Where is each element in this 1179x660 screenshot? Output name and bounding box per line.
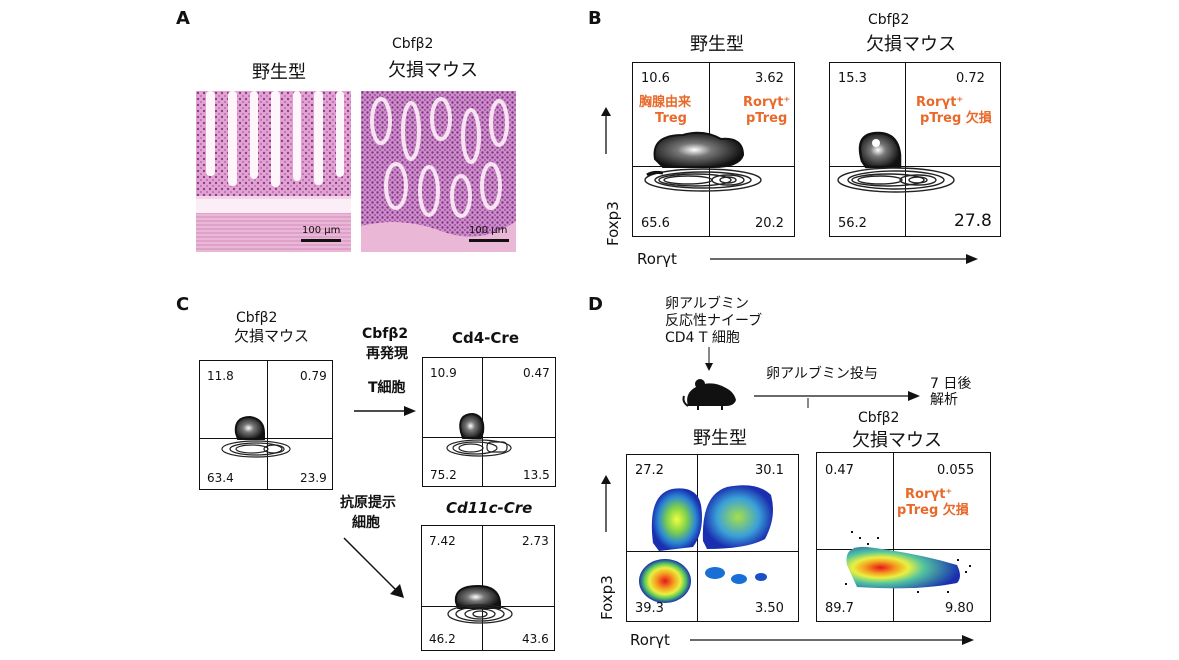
b-wt-q-ul: 10.6 [641, 71, 670, 86]
c-cd4-q-ur: 0.47 [523, 366, 550, 380]
b-wt-ann-ptreg-1: Rorγt⁺ [743, 95, 791, 110]
panel-c-ko-label-2: 欠損マウス [234, 327, 310, 345]
flow-plot-c-ko: 11.8 0.79 63.4 23.9 [199, 360, 333, 490]
b-wt-ann-thymic-2: Treg [655, 111, 687, 126]
c-cd11c-q-ul: 7.42 [429, 534, 456, 548]
d-cell-label-2: 反応性ナイーブ [665, 313, 763, 329]
mouse-icon [682, 379, 736, 410]
d-ko-ann-ptreg-2: pTreg 欠損 [897, 503, 969, 518]
b-wt-q-lr: 20.2 [755, 216, 784, 231]
d-wt-q-lr: 3.50 [755, 601, 784, 616]
c-cd11c-label: Cd11c-Cre [446, 499, 533, 517]
panel-a-ko-label-1: Cbfβ2 [392, 36, 434, 52]
panel-d-y-axis-label: Foxp3 [598, 575, 616, 620]
b-ko-q-ul: 15.3 [838, 71, 867, 86]
b-ko-q-ll: 56.2 [838, 216, 867, 231]
c-arrow2 [343, 537, 404, 598]
c-arrow1-label-2: 再発現 [366, 346, 408, 362]
b-ko-q-lr: 27.8 [954, 211, 992, 231]
d-wt-q-ur: 30.1 [755, 463, 784, 478]
histology-image-ko: 100 μm [361, 91, 516, 252]
flow-plot-c-cd4: 10.9 0.47 75.2 13.5 [422, 357, 556, 487]
panel-d-x-arrow [690, 635, 974, 645]
scale-bar-wt [301, 239, 341, 242]
panel-c-ko-label-1: Cbfβ2 [236, 310, 278, 326]
flow-plot-b-wt: 10.6 3.62 65.6 20.2 胸腺由来 Treg Rorγt⁺ pTr… [632, 62, 795, 237]
b-wt-q-ur: 3.62 [755, 71, 784, 86]
flow-plot-c-cd11c: 7.42 2.73 46.2 43.6 [421, 525, 555, 651]
c-arrow2-label-2: 細胞 [352, 515, 380, 531]
d-ko-q-ur: 0.055 [937, 463, 975, 478]
d-treatment-label: 卵アルブミン投与 [766, 366, 878, 382]
scale-bar-ko [469, 239, 509, 242]
c-arrow1 [354, 406, 416, 416]
panel-d-x-axis-label: Rorγt [630, 631, 670, 649]
flow-plot-d-ko: 0.47 0.055 89.7 9.80 Rorγt⁺ pTreg 欠損 [816, 452, 991, 622]
d-ko-q-ul: 0.47 [825, 463, 854, 478]
d-timeline-arrow [754, 391, 920, 408]
panel-letter-b: B [588, 8, 602, 29]
c-ko-q-ur: 0.79 [300, 369, 327, 383]
c-cd4-q-ul: 10.9 [430, 366, 457, 380]
panel-letter-c: C [176, 294, 190, 315]
b-ko-ann-ptreg-2: pTreg 欠損 [920, 111, 992, 126]
c-arrow2-label-1: 抗原提示 [340, 495, 396, 511]
panel-b-x-arrow [710, 254, 978, 264]
b-wt-ann-ptreg-2: pTreg [746, 111, 788, 126]
panel-b-wt-label: 野生型 [690, 34, 744, 55]
panel-a-wt-label: 野生型 [252, 62, 306, 83]
c-cd11c-q-lr: 43.6 [522, 632, 549, 646]
c-cd4-label: Cd4-Cre [452, 329, 519, 347]
b-ko-ann-ptreg-1: Rorγt⁺ [916, 95, 964, 110]
panel-b-y-arrow [601, 107, 611, 154]
c-cd4-q-lr: 13.5 [523, 468, 550, 482]
panel-d-ko-label-2: 欠損マウス [852, 430, 942, 451]
c-ko-q-ul: 11.8 [207, 369, 234, 383]
d-analysis-label-1: 7 日後 [930, 376, 972, 392]
c-cd4-q-ll: 75.2 [430, 468, 457, 482]
c-ko-q-ll: 63.4 [207, 471, 234, 485]
b-ko-q-ur: 0.72 [956, 71, 985, 86]
d-ko-ann-ptreg-1: Rorγt⁺ [905, 487, 953, 502]
panel-letter-a: A [176, 8, 190, 29]
panel-letter-d: D [588, 294, 603, 315]
panel-b-y-axis-label: Foxp3 [604, 201, 622, 246]
c-cd11c-q-ur: 2.73 [522, 534, 549, 548]
b-wt-ann-thymic-1: 胸腺由来 [639, 95, 692, 110]
scale-label-ko: 100 μm [469, 225, 508, 236]
panel-d-wt-label: 野生型 [693, 428, 747, 449]
d-cell-label-1: 卵アルブミン [665, 296, 749, 312]
panel-d-ko-label-1: Cbfβ2 [858, 410, 900, 426]
d-ko-q-lr: 9.80 [945, 601, 974, 616]
panel-b-ko-label-2: 欠損マウス [866, 34, 956, 55]
c-cd11c-q-ll: 46.2 [429, 632, 456, 646]
panel-a-ko-label-2: 欠損マウス [388, 60, 478, 81]
flow-plot-b-ko: 15.3 0.72 56.2 27.8 Rorγt⁺ pTreg 欠損 [829, 62, 1001, 237]
histology-image-wt: 100 μm [196, 91, 351, 252]
d-cell-label-3: CD4 T 細胞 [665, 330, 740, 346]
c-arrow1-label-1: Cbfβ2 [362, 326, 409, 342]
flow-plot-d-wt: 27.2 30.1 39.3 3.50 [626, 454, 799, 622]
d-analysis-label-2: 解析 [930, 392, 958, 408]
d-ko-q-ll: 89.7 [825, 601, 854, 616]
d-injection-arrow [705, 347, 713, 371]
panel-d-y-arrow [601, 475, 611, 532]
panel-b-ko-label-1: Cbfβ2 [868, 12, 910, 28]
b-wt-q-ll: 65.6 [641, 216, 670, 231]
c-arrow1-label-3: T細胞 [368, 380, 406, 396]
scale-label-wt: 100 μm [302, 225, 341, 236]
d-wt-q-ll: 39.3 [635, 601, 664, 616]
d-wt-q-ul: 27.2 [635, 463, 664, 478]
panel-b-x-axis-label: Rorγt [637, 250, 677, 268]
c-ko-q-lr: 23.9 [300, 471, 327, 485]
